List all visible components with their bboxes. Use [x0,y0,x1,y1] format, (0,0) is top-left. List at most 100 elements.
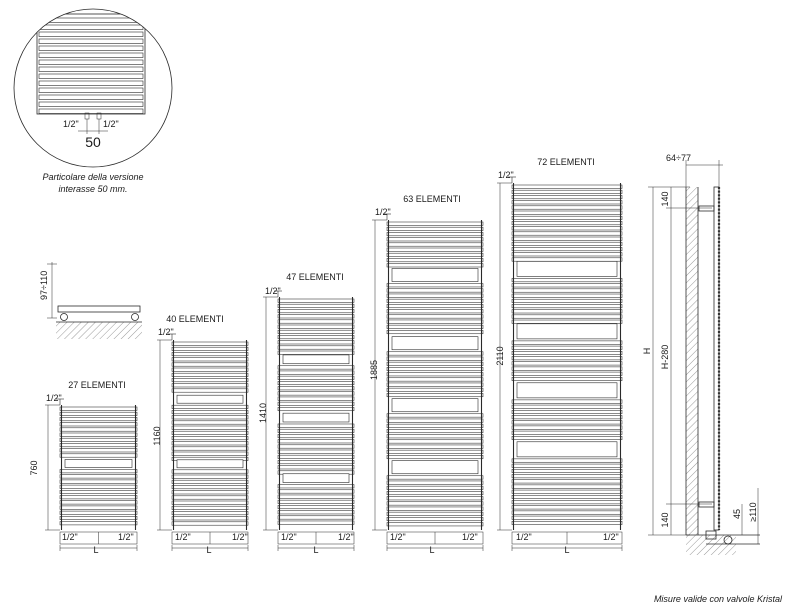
horizontal-tube [277,454,355,459]
horizontal-tube [277,381,355,386]
horizontal-tube [386,247,484,252]
horizontal-tube [511,283,623,288]
horizontal-tube [511,435,623,440]
horizontal-tube [386,423,484,428]
horizontal-tube [171,474,249,479]
horizontal-tube [59,406,138,411]
towel-gap [391,398,479,413]
radiator-72-label: 72 ELEMENTI [537,157,595,167]
horizontal-tube [171,490,249,495]
small-side-radiator [57,305,141,313]
horizontal-tube [511,468,623,473]
horizontal-tube [386,418,484,423]
horizontal-tube [511,484,623,489]
horizontal-tube [59,417,138,422]
horizontal-tube [171,469,249,474]
horizontal-tube [59,448,138,453]
radiator-47-label: 47 ELEMENTI [286,272,344,282]
horizontal-tube [511,489,623,494]
horizontal-tube [511,351,623,355]
horizontal-tube [511,304,623,309]
horizontal-tube [386,314,484,319]
horizontal-tube [277,391,355,396]
horizontal-tube [171,485,249,490]
horizontal-tube [386,501,484,506]
side-section-view: 64÷77 H 140 H-280 140 45 ≥110 [642,153,760,555]
horizontal-tube [59,500,138,505]
horizontal-tube [277,428,355,433]
horizontal-tube [386,330,484,335]
detail-circle-group: 1/2" 1/2" 50 Particolare della versione … [13,8,173,194]
horizontal-tube [511,195,623,200]
detail-tube [38,59,144,65]
horizontal-tube [59,411,138,416]
horizontal-tube [171,357,249,362]
horizontal-tube [277,494,355,499]
horizontal-tube [511,474,623,479]
detail-tube [38,52,144,58]
radiator-47-height: 1410 [258,403,268,423]
horizontal-tube [171,352,249,357]
towel-gap [282,412,350,423]
towel-gap [516,323,618,340]
horizontal-tube [277,375,355,380]
horizontal-tube [511,420,623,425]
horizontal-tube [511,404,623,409]
horizontal-tube [386,361,484,366]
radiator-27-height: 760 [29,460,39,475]
interaxis-value: 50 [85,134,101,150]
horizontal-tube [511,345,623,350]
horizontal-tube [386,304,484,309]
horizontal-tube [386,288,484,293]
horizontal-tube [386,298,484,303]
small-side-valve-right [131,313,139,321]
radiator-40-width-label: L [206,545,211,555]
horizontal-tube [171,346,249,351]
detail-tube [38,73,144,79]
horizontal-tube [511,500,623,505]
towel-gap [516,261,618,277]
horizontal-tube [511,231,623,236]
horizontal-tube [386,356,484,361]
horizontal-tube [511,298,623,303]
detail-circle [13,8,173,168]
horizontal-tube [171,436,249,441]
radiator-27-bottom-right: 1/2" [118,532,134,542]
horizontal-tube [277,520,355,525]
horizontal-tube [511,314,623,319]
horizontal-tube [59,474,138,479]
horizontal-tube [277,365,355,370]
horizontal-tube [171,505,249,510]
horizontal-tube [171,430,249,435]
horizontal-tube [386,475,484,480]
horizontal-tube [386,252,484,257]
radiator-47-valve-label: 1/2" [265,286,281,296]
horizontal-tube [171,341,249,346]
horizontal-tube [59,510,138,515]
horizontal-tube [386,393,484,398]
horizontal-tube [277,505,355,510]
horizontal-tube [511,252,623,257]
upper-bracket [698,205,715,212]
horizontal-tube [277,386,355,391]
horizontal-tube [171,378,249,383]
horizontal-tube [386,496,484,501]
detail-caption-line1: Particolare della versione [42,172,143,182]
horizontal-tube [59,427,138,432]
horizontal-tube [171,500,249,505]
horizontal-tube [171,404,249,409]
radiator-63-elementi: 63 ELEMENTI 1/2" 1885 1/2" 1/2" L [369,194,484,555]
detail-tube [38,87,144,93]
towel-gap [176,394,244,404]
detail-tube [38,94,144,100]
horizontal-tube [277,407,355,412]
horizontal-tube [277,465,355,470]
detail-radiator [36,13,146,120]
horizontal-tube [511,409,623,414]
radiator-63-width-label: L [429,545,434,555]
radiator-40-bottom-right: 1/2" [232,532,248,542]
horizontal-tube [511,200,623,205]
radiator-63-height: 1885 [369,360,379,380]
horizontal-tube [171,425,249,430]
small-side-dimension: 97÷110 [39,271,49,300]
